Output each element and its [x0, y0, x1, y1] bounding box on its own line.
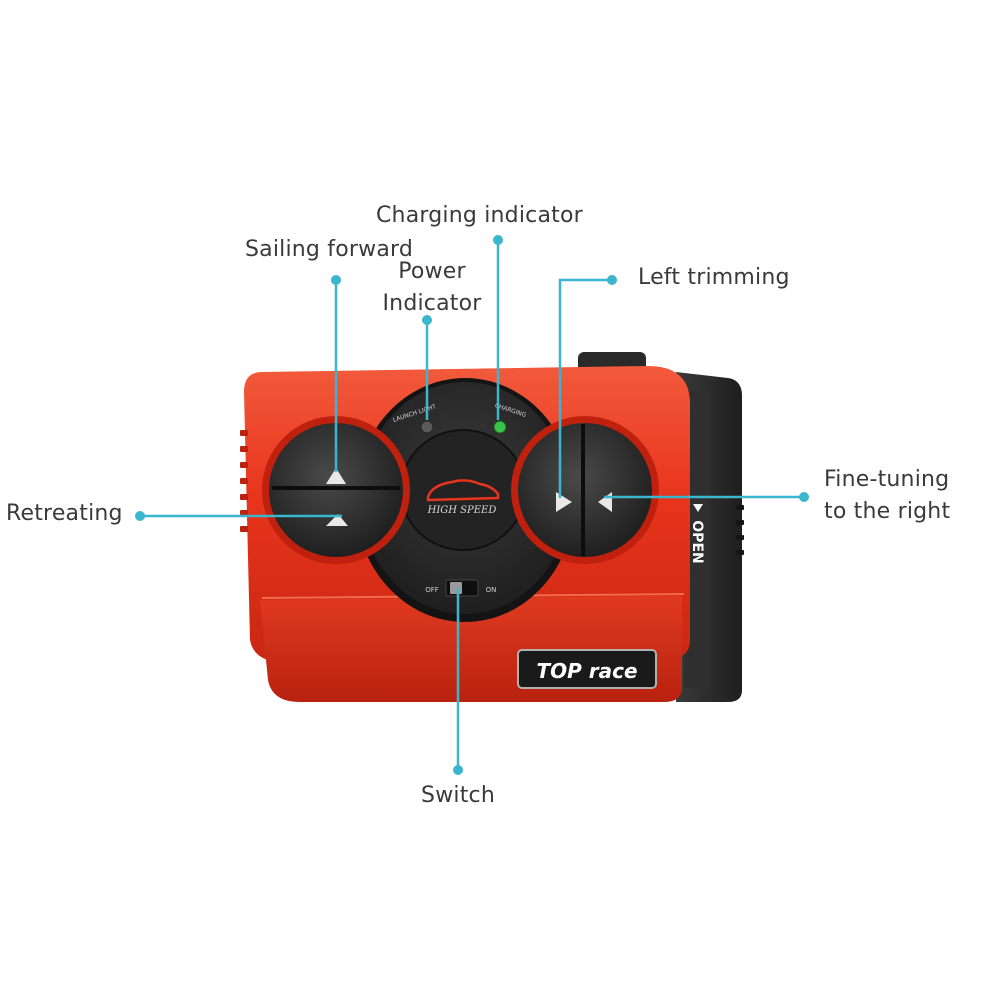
label-retreating: Retreating — [6, 501, 123, 526]
up-arrow-icon[interactable] — [326, 468, 346, 484]
charging-led — [493, 420, 507, 434]
center-logo-dome — [400, 429, 526, 551]
car-outline-icon — [426, 479, 500, 502]
label-left-trimming: Left trimming — [638, 265, 790, 290]
label-switch: Switch — [421, 783, 495, 808]
switch-slider[interactable] — [450, 582, 462, 594]
center-logo-text: HIGH SPEED — [427, 505, 497, 516]
battery-door-edge — [684, 390, 710, 688]
down-arrow-icon[interactable] — [326, 514, 348, 526]
label-fine-tuning-line1: Fine-tuning — [824, 467, 950, 492]
switch-on-label: ON — [486, 586, 497, 594]
leader-lines — [140, 240, 804, 770]
switch-off-label: OFF — [425, 586, 439, 594]
leader-left-trimming — [558, 278, 612, 498]
brand-logo: TOP race — [536, 659, 637, 683]
label-power-line1: Power — [398, 259, 466, 284]
eject-triangle-icon — [693, 504, 703, 512]
label-charging-indicator: Charging indicator — [376, 203, 583, 228]
brand-badge — [517, 649, 657, 689]
power-led — [420, 420, 434, 434]
leader-dots — [135, 235, 809, 775]
label-power-line2: Indicator — [382, 291, 482, 316]
label-fine-tuning-line2: to the right — [824, 499, 951, 524]
open-label: OPEN — [689, 520, 705, 563]
label-sailing-forward: Sailing forward — [245, 237, 414, 262]
left-grip-ridges — [240, 430, 248, 532]
door-ridges — [736, 505, 744, 555]
label-fine-tuning: Fine-tuning to the right — [824, 464, 950, 528]
label-power-indicator: Power Indicator — [372, 256, 492, 320]
